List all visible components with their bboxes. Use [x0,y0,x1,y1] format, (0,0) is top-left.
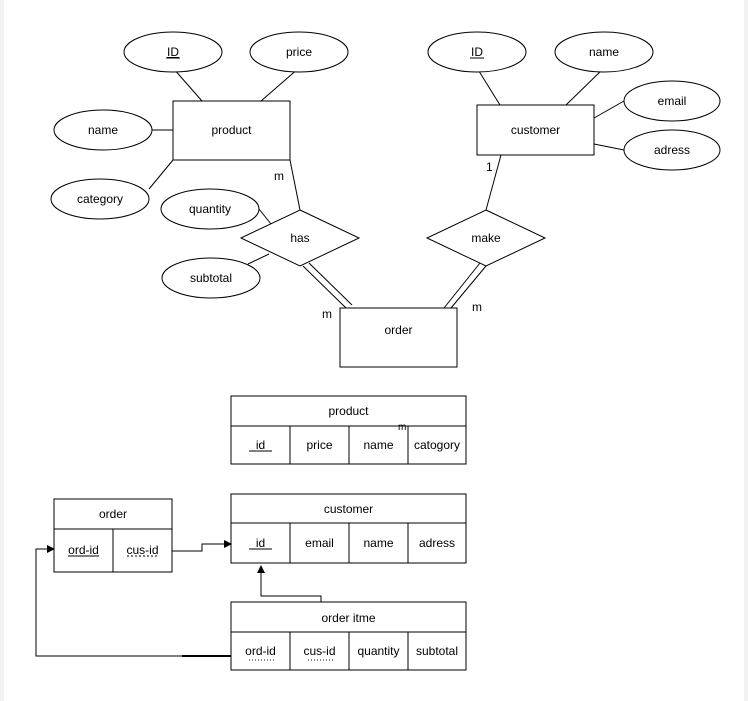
entity-product-label: product [211,123,252,137]
table-order[interactable]: order ord-id cus-id [53,498,173,573]
cardinality-product-has: m [274,169,284,183]
attribute-customer-name-label: name [589,45,619,59]
attribute-product-price-label: price [286,45,312,59]
table-product-col-id: id [256,438,265,452]
table-order-item-title: order itme [321,611,375,625]
attribute-product-category[interactable]: category [50,178,150,220]
table-order-col-ord-id: ord-id [68,543,99,557]
connector-has-subtotal [247,253,270,265]
connector-product-id [172,67,203,102]
entity-order[interactable]: order [339,307,458,368]
table-order-item-col-subtotal: subtotal [416,644,458,658]
er-connectors [148,67,625,309]
connector-make-order-a [443,262,481,309]
attribute-product-id[interactable]: ID [123,31,223,73]
table-customer-col-name: name [363,536,393,550]
attribute-product-price[interactable]: price [249,31,349,73]
arrow-order-cusid-to-customer-id [172,540,232,552]
relationship-make-label: make [471,231,501,245]
table-customer-col-email: email [305,536,334,550]
table-customer[interactable]: customer id email name adress [230,493,467,564]
table-product[interactable]: product id price name catogory m [230,395,467,465]
attribute-has-subtotal[interactable]: subtotal [161,257,261,299]
table-order-item-col-cus-id: cus-id [303,644,335,658]
connector-customer-make [485,154,502,211]
connector-product-category [148,159,174,190]
table-product-col-price: price [306,438,332,452]
table-order-item-col-ord-id: ord-id [245,644,276,658]
connector-customer-name [565,67,605,106]
table-product-title: product [328,404,369,418]
connector-customer-id [476,67,501,106]
table-customer-col-id: id [256,536,265,550]
entity-customer-label: customer [511,123,560,137]
connector-product-has [289,159,301,211]
connector-has-order-a [302,265,347,309]
attribute-customer-id-label: ID [471,45,483,59]
attribute-customer-adress-label: adress [654,143,690,157]
attribute-customer-adress[interactable]: adress [623,129,721,171]
relationship-has-label: has [290,231,309,245]
attribute-customer-id[interactable]: ID [427,31,527,73]
cardinality-order-has: m [322,307,332,321]
table-product-stray-label: m [398,422,406,433]
table-product-col-name: name [363,438,393,452]
relationship-has[interactable]: has [239,209,361,267]
connector-customer-email [593,100,625,119]
table-order-item-col-quantity: quantity [357,644,399,658]
attribute-product-category-label: category [77,192,123,206]
attribute-customer-email[interactable]: email [623,80,721,122]
table-order-title: order [99,507,127,521]
fk-arrows [35,540,322,657]
attribute-has-subtotal-label: subtotal [190,271,232,285]
table-order-item[interactable]: order itme ord-id cus-id quantity subtot… [230,601,467,671]
table-order-col-cus-id: cus-id [126,543,158,557]
entity-product[interactable]: product [172,100,291,161]
connector-make-order-b [450,265,487,309]
table-customer-title: customer [324,502,373,516]
cardinality-order-make: m [472,300,482,314]
diagram-canvas: product customer order has make ID price… [4,0,744,701]
attribute-has-quantity[interactable]: quantity [160,188,260,230]
entity-order-label: order [384,323,412,337]
connector-has-quantity [258,208,272,225]
attribute-product-name-label: name [88,123,118,137]
arrow-orderitem-ordid-to-order-ordid [35,545,231,657]
arrow-orderitem-cusid-to-customer-id [257,565,322,602]
attribute-has-quantity-label: quantity [189,202,231,216]
er-diagram: product customer order has make ID price… [35,31,721,671]
table-customer-col-adress: adress [419,536,455,550]
connector-customer-adress [593,143,625,151]
connector-product-price [260,67,300,102]
attribute-product-id-label: ID [167,45,179,59]
attribute-customer-email-label: email [658,94,687,108]
connector-has-order-b [308,262,353,306]
attribute-product-name[interactable]: name [53,109,153,151]
attribute-customer-name[interactable]: name [554,31,654,73]
table-product-col-catogory: catogory [414,438,460,452]
cardinality-customer-make: 1 [486,160,493,174]
relationship-make[interactable]: make [425,209,547,267]
entity-customer[interactable]: customer [476,104,595,156]
